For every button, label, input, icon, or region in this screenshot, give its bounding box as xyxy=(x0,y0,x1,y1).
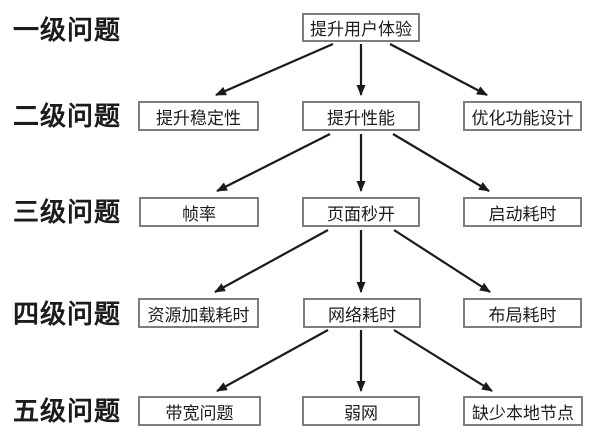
arrow-l3-to-l4-left xyxy=(214,229,329,293)
row-label-level-1: 一级问题 xyxy=(13,15,122,45)
node-improve-performance: 提升性能 xyxy=(302,101,420,131)
arrow-l1-to-l2-right xyxy=(389,43,488,96)
node-improve-user-experience: 提升用户体验 xyxy=(302,13,420,42)
node-layout-time: 布局耗时 xyxy=(463,298,582,328)
node-network-time: 网络耗时 xyxy=(303,298,421,328)
row-label-level-4: 四级问题 xyxy=(13,299,122,329)
node-improve-stability: 提升稳定性 xyxy=(138,101,259,131)
arrow-l2-to-l3-right xyxy=(392,133,490,192)
row-label-level-2: 二级问题 xyxy=(13,101,122,131)
arrow-l3-to-l4-right xyxy=(393,229,491,293)
node-instant-page-load: 页面秒开 xyxy=(302,197,420,227)
node-weak-network: 弱网 xyxy=(302,396,420,426)
node-frame-rate: 帧率 xyxy=(139,197,259,227)
row-label-level-3: 三级问题 xyxy=(13,197,122,227)
node-startup-time: 启动耗时 xyxy=(463,197,582,227)
arrow-l4-to-l5-right xyxy=(393,329,493,392)
arrow-l2-to-l3-left xyxy=(216,133,331,192)
node-optimize-feature-design: 优化功能设计 xyxy=(463,101,582,131)
node-missing-local-nodes: 缺少本地节点 xyxy=(463,396,583,426)
arrow-l4-to-l5-left xyxy=(216,329,329,392)
node-bandwidth-problem: 带宽问题 xyxy=(138,396,261,426)
row-label-level-5: 五级问题 xyxy=(13,396,122,426)
node-resource-load-time: 资源加载耗时 xyxy=(138,298,259,328)
arrow-l1-to-l2-left xyxy=(215,42,334,97)
